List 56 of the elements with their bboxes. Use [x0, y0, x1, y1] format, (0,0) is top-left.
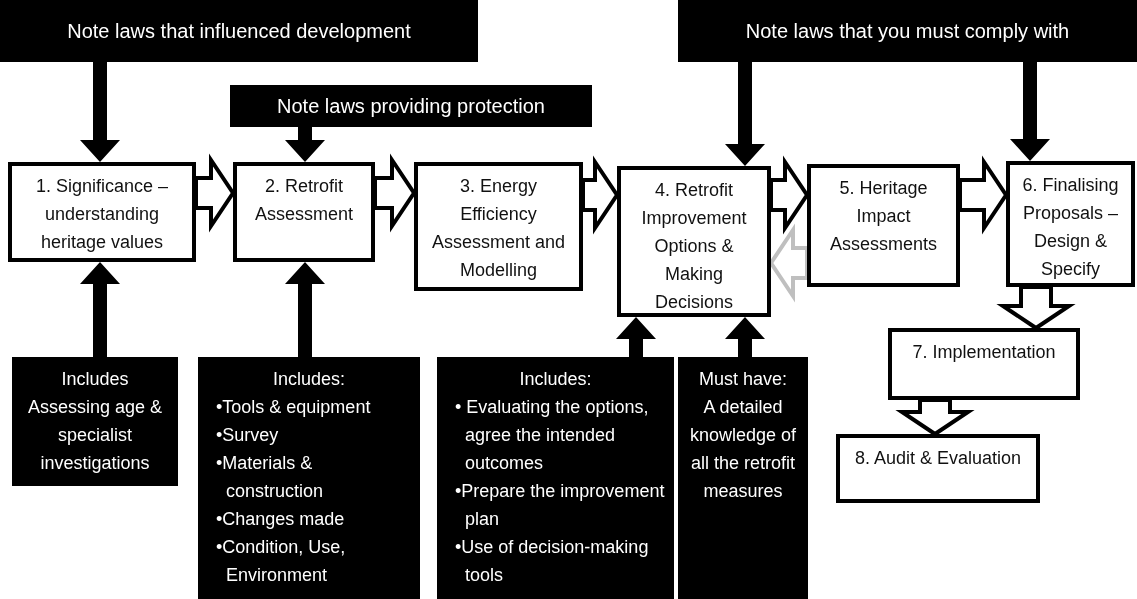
info-box — [12, 357, 178, 486]
bullet-item: •Changes made — [216, 508, 346, 531]
bullet-item: •Use of decision-making tools — [455, 536, 650, 587]
bullet-item: •Materials & construction — [216, 452, 325, 503]
box-text: Assessing age & specialist investigations — [26, 396, 164, 475]
block-arrow — [80, 62, 120, 162]
bullet-item: •Tools & equipment — [216, 396, 372, 419]
block-arrow — [80, 262, 120, 357]
hollow-arrow — [581, 155, 620, 235]
note-box — [0, 0, 478, 62]
step-box — [836, 434, 1040, 503]
step-label: 6. Finalising Proposals – Design & Specify — [1021, 174, 1120, 281]
block-arrow — [285, 262, 325, 357]
block-arrow — [1010, 62, 1050, 161]
block-arrow — [285, 127, 325, 162]
block-arrow — [725, 317, 765, 357]
info-box — [437, 357, 674, 599]
bullet-item: •Prepare the improvement plan — [455, 480, 666, 531]
step-label: 4. Retrofit Improvement Options & Making Decisions — [640, 179, 748, 314]
box-heading: Includes: — [519, 368, 592, 391]
hollow-arrow — [768, 223, 809, 303]
step-box — [617, 166, 771, 317]
hollow-arrow — [895, 398, 975, 437]
info-box — [198, 357, 420, 599]
note-text: Note laws providing protection — [277, 94, 545, 119]
step-box — [8, 162, 196, 262]
box-heading: Includes — [61, 368, 129, 391]
note-text: Note laws that influenced development — [67, 19, 411, 44]
box-heading: Must have: — [698, 368, 787, 391]
step-box — [807, 164, 960, 287]
info-box — [678, 357, 808, 599]
step-label: 8. Audit & Evaluation — [854, 447, 1022, 470]
note-box — [678, 0, 1137, 62]
step-box — [414, 162, 583, 291]
block-arrow — [616, 317, 656, 357]
step-box — [233, 162, 375, 262]
step-box — [888, 328, 1080, 400]
step-label: 3. Energy Efficiency Assessment and Modelling — [430, 175, 567, 282]
note-text: Note laws that you must comply with — [745, 19, 1070, 44]
step-label: 1. Significance – understanding heritage values — [34, 175, 170, 254]
block-arrow — [725, 62, 765, 166]
bullet-item: •Survey — [216, 424, 280, 447]
hollow-arrow — [958, 155, 1009, 235]
hollow-arrow — [373, 153, 417, 233]
step-label: 5. Heritage Impact Assessments — [828, 177, 938, 256]
box-text: A detailed knowledge of all the retrofit measures — [688, 396, 798, 503]
box-heading: Includes: — [272, 368, 345, 391]
note-box — [230, 85, 592, 127]
hollow-arrow — [769, 155, 810, 235]
bullet-item: •Condition, Use, Environment — [216, 536, 347, 587]
bullet-item: • Evaluating the options, agree the intended outcomes — [455, 396, 650, 475]
step-box — [1006, 161, 1135, 287]
hollow-arrow — [996, 285, 1076, 331]
step-label: 7. Implementation — [912, 341, 1056, 364]
hollow-arrow — [194, 153, 236, 233]
step-label: 2. Retrofit Assessment — [253, 175, 354, 226]
